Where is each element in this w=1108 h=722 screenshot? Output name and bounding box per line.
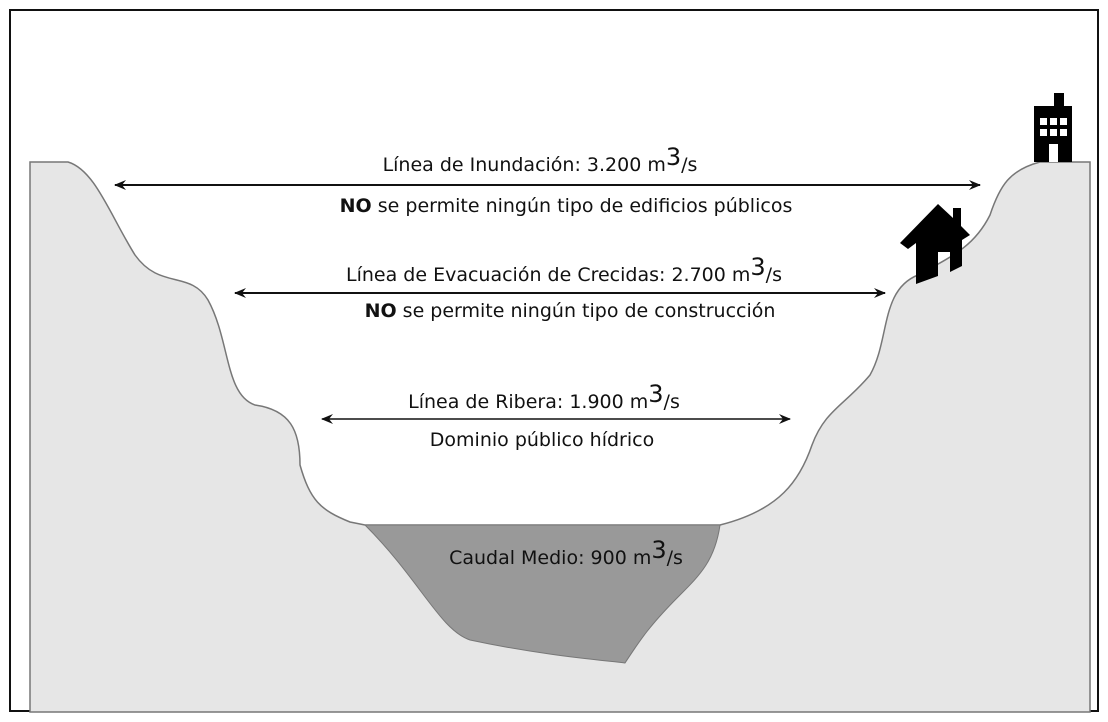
riverbank-line-title: Línea de Ribera: 1.900 m3/s bbox=[408, 382, 680, 413]
riverbank-line-exp: 3 bbox=[648, 380, 664, 408]
flood-line-unit: /s bbox=[681, 154, 698, 176]
building-icon bbox=[1034, 93, 1072, 162]
evacuation-line-note: NO se permite ningún tipo de construcció… bbox=[365, 302, 776, 321]
evacuation-note-rest: se permite ningún tipo de construcción bbox=[396, 300, 776, 322]
mean-flow-text: Caudal Medio: 900 m bbox=[449, 547, 652, 569]
flood-line-exp: 3 bbox=[665, 143, 682, 171]
flood-line-title: Línea de Inundación: 3.200 m3/s bbox=[382, 145, 698, 176]
mean-flow-unit: /s bbox=[666, 547, 683, 569]
evacuation-note-bold: NO bbox=[364, 300, 397, 322]
evacuation-line-exp: 3 bbox=[750, 253, 766, 281]
riverbank-line-note: Dominio público hídrico bbox=[429, 429, 655, 451]
flood-line-note: NO se permite ningún tipo de edificios p… bbox=[340, 197, 793, 216]
flood-note-bold: NO bbox=[339, 195, 372, 217]
flood-note-rest: se permite ningún tipo de edificios públ… bbox=[371, 195, 793, 217]
flood-line-text: Línea de Inundación: 3.200 m bbox=[382, 154, 666, 176]
house-icon bbox=[900, 204, 970, 284]
evacuation-line-text: Línea de Evacuación de Crecidas: 2.700 m bbox=[346, 264, 751, 286]
riverbank-line-text: Línea de Ribera: 1.900 m bbox=[408, 391, 649, 413]
riverbank-line-unit: /s bbox=[663, 391, 680, 413]
evacuation-line-title: Línea de Evacuación de Crecidas: 2.700 m… bbox=[346, 255, 782, 286]
mean-flow-label: Caudal Medio: 900 m3/s bbox=[449, 538, 683, 569]
evacuation-line-unit: /s bbox=[765, 264, 782, 286]
mean-flow-water bbox=[363, 524, 721, 664]
mean-flow-exp: 3 bbox=[651, 536, 667, 564]
